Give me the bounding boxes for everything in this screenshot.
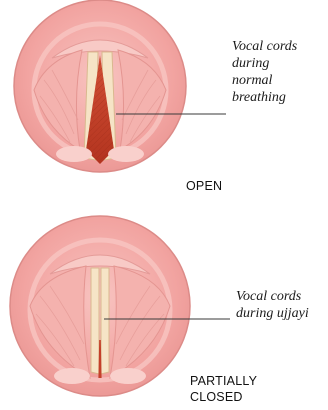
caption-open: Vocal cords during normal breathing: [232, 38, 297, 106]
state-line: CLOSED: [190, 389, 257, 405]
state-line: OPEN: [186, 178, 222, 194]
state-label-partially-closed: PARTIALLY CLOSED: [190, 373, 257, 405]
arytenoid-right: [110, 368, 146, 384]
caption-line: during ujjayi: [236, 305, 309, 322]
larynx-partially-closed: [10, 216, 230, 396]
caption-line: during: [232, 55, 297, 72]
state-label-open: OPEN: [186, 178, 222, 194]
caption-line: breathing: [232, 89, 297, 106]
left-vocal-cord: [91, 268, 99, 374]
arytenoid-right: [108, 146, 144, 162]
arytenoid-left: [54, 368, 90, 384]
caption-ujjayi: Vocal cords during ujjayi: [236, 288, 309, 322]
larynx-open: [14, 0, 226, 172]
state-line: PARTIALLY: [190, 373, 257, 389]
caption-line: normal: [232, 72, 297, 89]
caption-line: Vocal cords: [232, 38, 297, 55]
arytenoid-left: [56, 146, 92, 162]
right-vocal-cord: [101, 268, 109, 374]
caption-line: Vocal cords: [236, 288, 309, 305]
